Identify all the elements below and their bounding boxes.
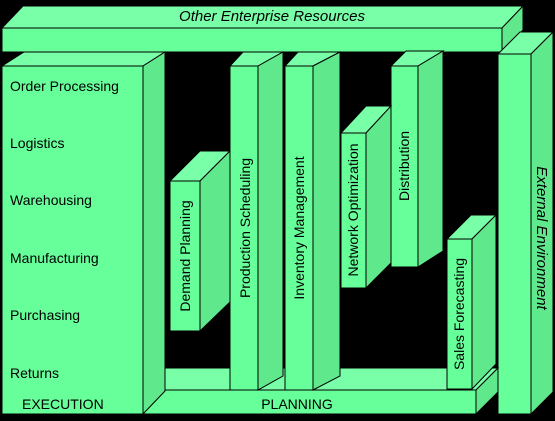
distribution-label: Distribution — [396, 131, 412, 201]
network-optimization-label: Network Optimization — [345, 143, 361, 276]
demand-planning-label: Demand Planning — [177, 200, 193, 311]
production-scheduling-block: Production Scheduling — [228, 51, 285, 391]
execution-item-logistics: Logistics — [10, 135, 64, 151]
network-optimization-block: Network Optimization — [339, 104, 393, 290]
production-scheduling-label: Production Scheduling — [237, 158, 253, 298]
demand-planning-block: Demand Planning — [168, 149, 232, 333]
other-enterprise-resources-bar: Other Enterprise Resources — [0, 4, 525, 54]
other-enterprise-resources-label: Other Enterprise Resources — [179, 8, 365, 25]
sales-forecasting-block: Sales Forecasting — [445, 213, 498, 391]
execution-item-returns: Returns — [10, 365, 59, 381]
execution-item-purchasing: Purchasing — [10, 307, 80, 323]
inventory-management-block: Inventory Management — [283, 51, 341, 391]
external-environment-label: External Environment — [533, 166, 550, 310]
execution-footer-label: EXECUTION — [22, 396, 104, 412]
planning-footer-label: PLANNING — [261, 396, 333, 412]
execution-item-order-processing: Order Processing — [10, 78, 119, 94]
execution-item-warehousing: Warehousing — [10, 192, 92, 208]
execution-block: Order Processing Logistics Warehousing M… — [0, 51, 167, 416]
external-environment-block: External Environment — [496, 30, 555, 416]
execution-item-manufacturing: Manufacturing — [10, 250, 99, 266]
distribution-block: Distribution — [389, 50, 445, 268]
sales-forecasting-label: Sales Forecasting — [451, 258, 467, 370]
inventory-management-label: Inventory Management — [291, 156, 307, 299]
